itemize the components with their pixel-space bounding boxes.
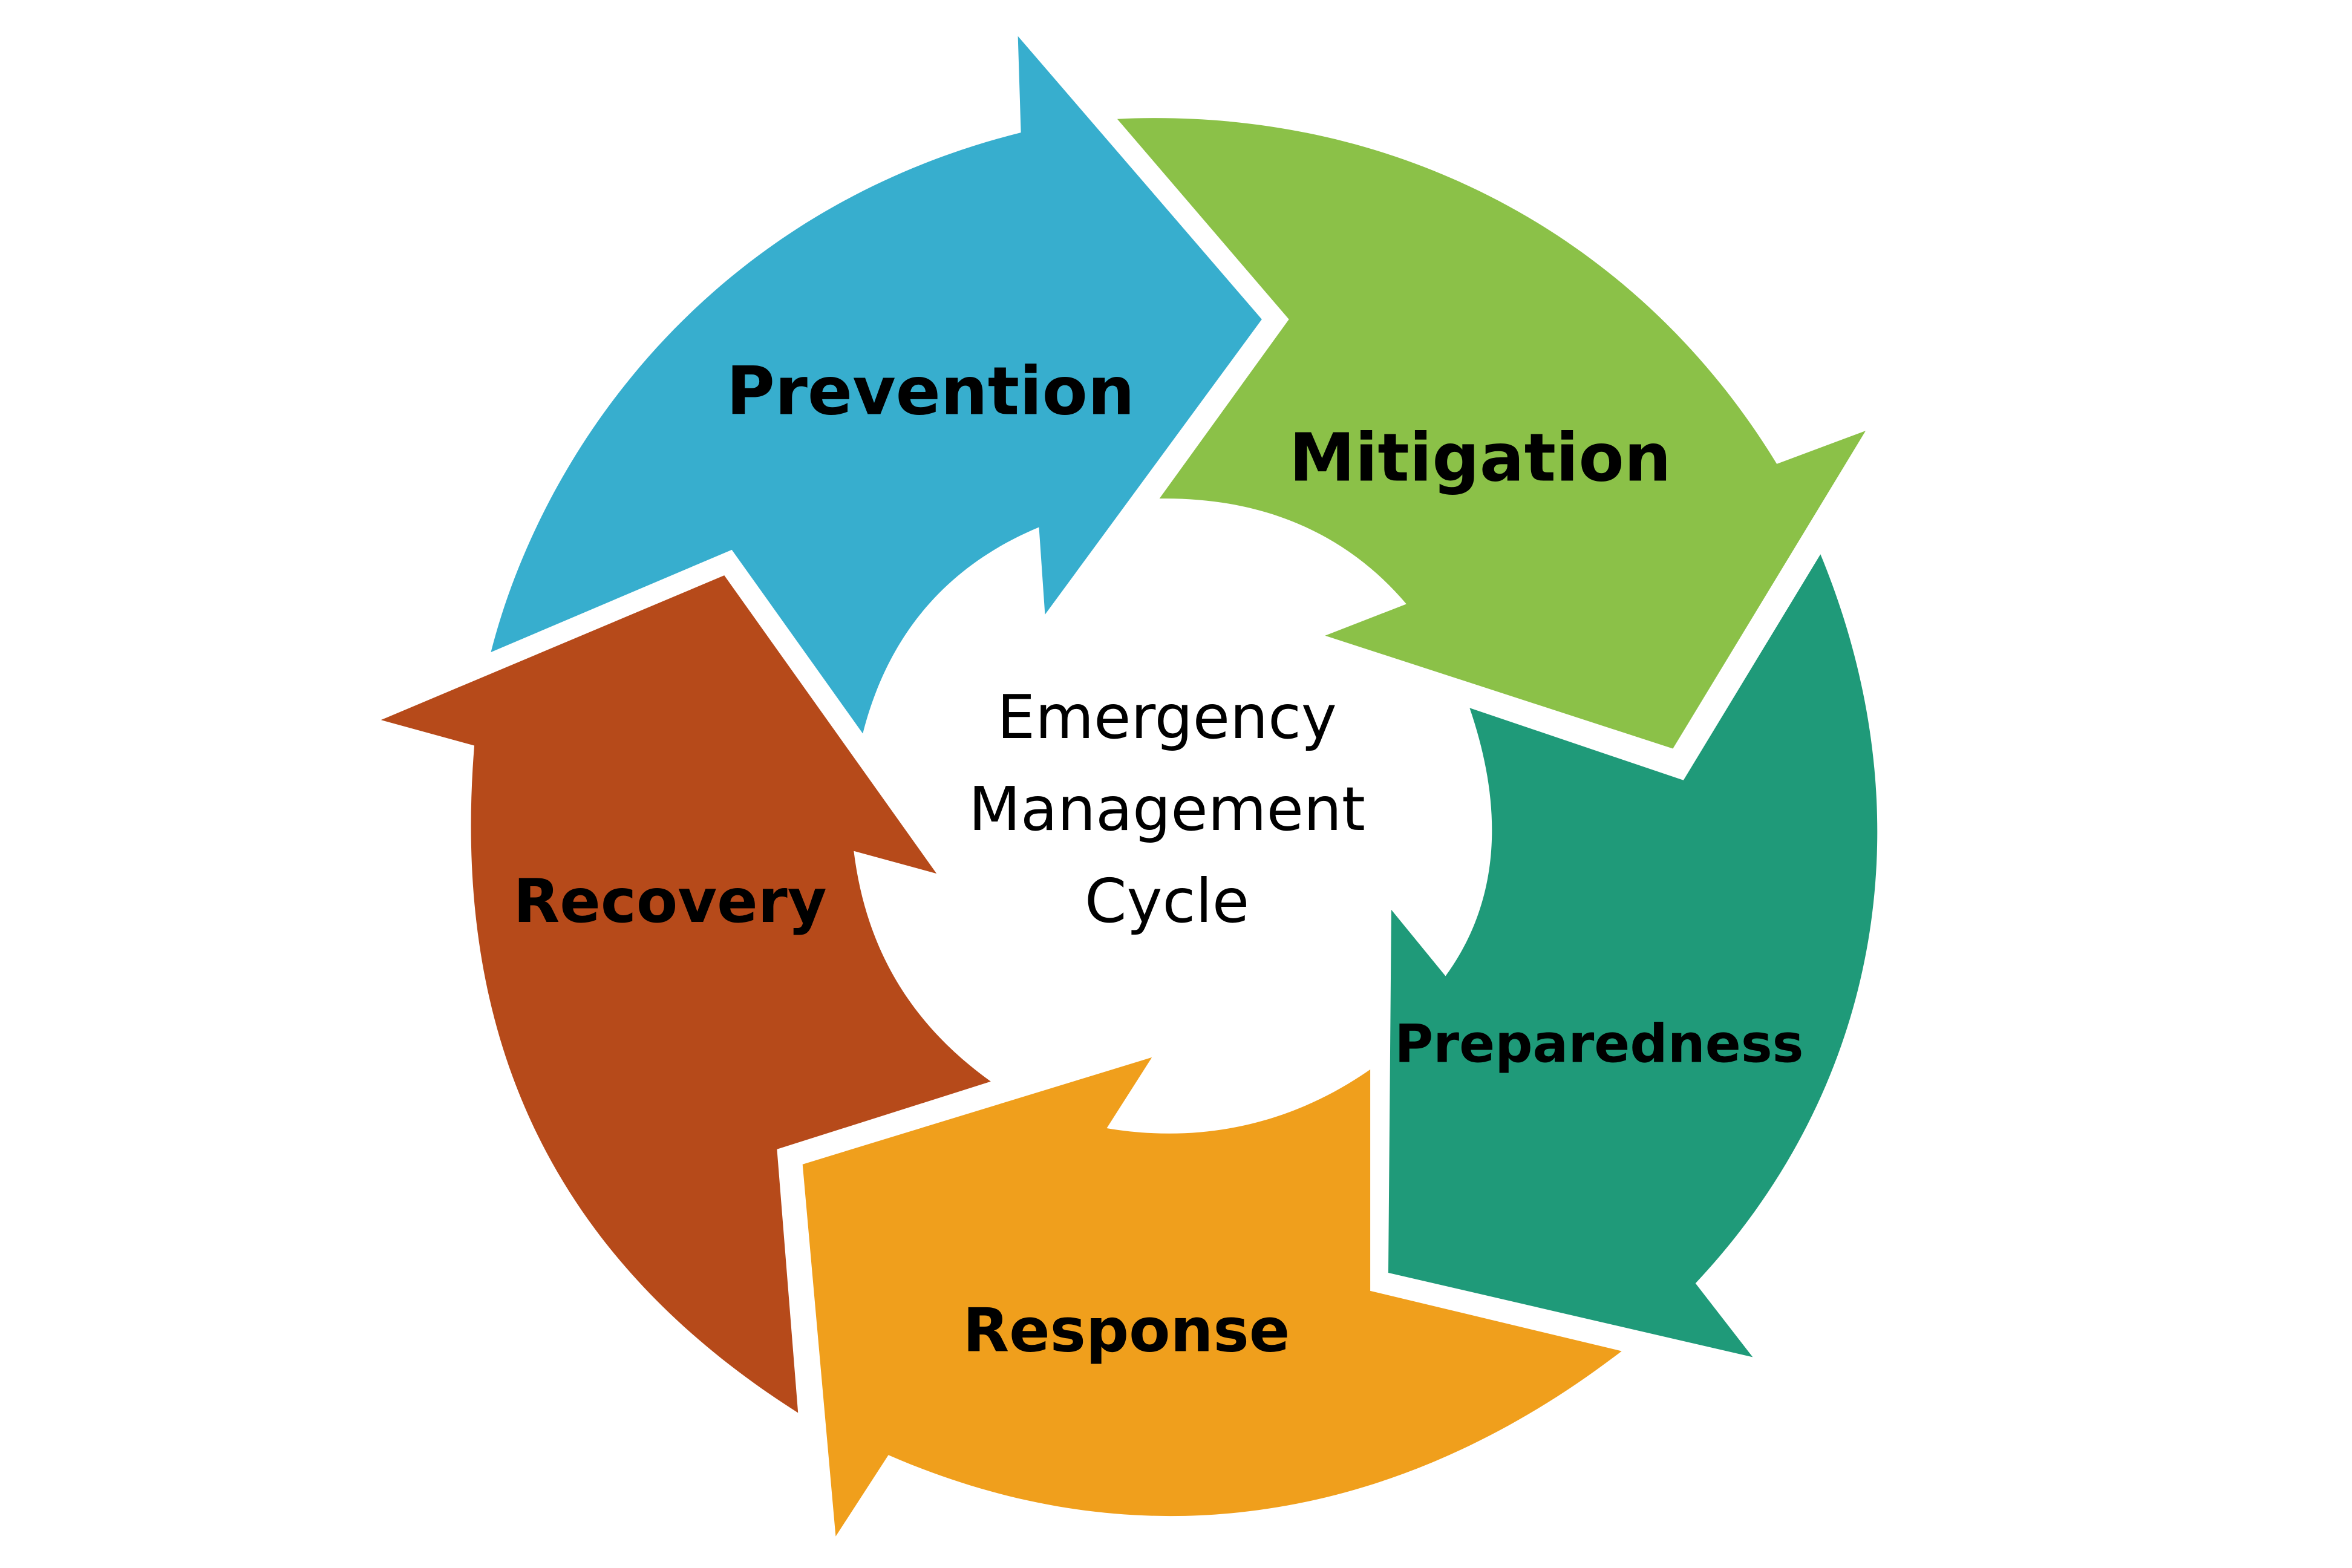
mitigation-arrow <box>1117 118 1866 749</box>
center-title-line-1: Emergency <box>997 683 1337 753</box>
prevention-arrow <box>491 36 1262 734</box>
mitigation-label: Mitigation <box>1289 419 1671 496</box>
preparedness-arrow <box>1388 554 1878 1357</box>
recovery-arrow <box>381 575 991 1413</box>
center-title-line-3: Cycle <box>1085 867 1249 936</box>
center-title-line-2: Management <box>969 775 1365 844</box>
response-label: Response <box>962 1296 1290 1365</box>
recovery-label: Recovery <box>514 867 827 936</box>
response-arrow <box>802 1057 1622 1537</box>
center-title: Emergency Management Cycle <box>969 683 1365 936</box>
prevention-label: Prevention <box>727 353 1135 430</box>
preparedness-label: Preparedness <box>1394 1013 1803 1074</box>
